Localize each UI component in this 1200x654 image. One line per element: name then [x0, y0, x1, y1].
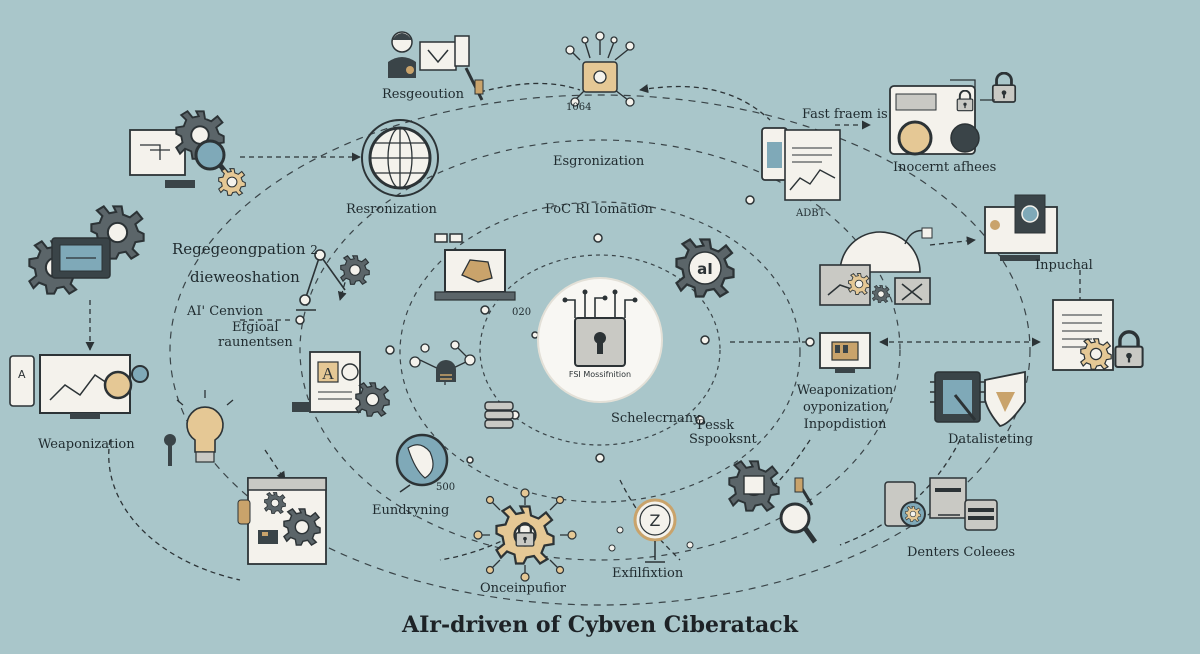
- label-inpuchal: Inpuchal: [1035, 258, 1093, 273]
- z-badge-icon: [608, 498, 694, 563]
- monitor-magnifier-icon: [129, 110, 246, 196]
- label-regegeongpation-num: 2: [310, 243, 318, 257]
- laptop-icon: [434, 233, 516, 301]
- robot-arm-icon: [296, 249, 370, 311]
- person-laptop-icon: [388, 31, 484, 101]
- label-raunentsen: raunentsen: [218, 335, 293, 350]
- monitor-gear-icon: [984, 194, 1058, 261]
- z-badge-letter: Z: [650, 511, 661, 530]
- gold-gear-lock-icon: [473, 488, 577, 582]
- monitor-chart-icon: [9, 354, 149, 419]
- label-fast-fraem: Fast fraem is: [802, 107, 888, 122]
- ai-gear-icon: [675, 238, 735, 298]
- chip-shield-icon: [930, 370, 1026, 427]
- circuit-head-icon: [565, 31, 635, 107]
- label-pessk: Pessk: [697, 418, 735, 433]
- storage-panel-icon: [819, 227, 933, 306]
- globe-small-icon: [395, 433, 449, 493]
- orbit-rings: [169, 94, 1031, 606]
- label-regegeongpation: Regegeongpation 2: [172, 240, 318, 259]
- document-a-icon: [292, 351, 390, 417]
- label-weaponization-right-1: Weaponization: [796, 383, 894, 398]
- label-esgronization: Esgronization: [553, 154, 645, 169]
- monitor-screen-icon: [819, 332, 871, 373]
- hub-label: FSI Mossifnition: [568, 370, 632, 379]
- label-focri-iomation: FoC RI Iomation: [545, 202, 653, 217]
- label-resronization: Resronization: [346, 202, 437, 217]
- document-a-letter: A: [322, 364, 335, 383]
- label-efgional: Efgioal: [232, 320, 279, 335]
- network-mask-icon: [409, 340, 476, 385]
- label-small-500: 500: [436, 482, 456, 493]
- gear-lock-magnifier-icon: [728, 460, 818, 544]
- label-weaponization-right-3: Inpopdistion: [803, 417, 887, 432]
- servers-folders-icon: [884, 477, 998, 531]
- diagram-title: AIr-driven of Cybven Ciberatack: [402, 612, 798, 638]
- circuit-gears-icon: [28, 205, 145, 295]
- central-hub: [537, 277, 663, 403]
- label-datalisteting: Datalisteting: [948, 432, 1034, 447]
- database-icon: [484, 401, 514, 429]
- globe-icon: [361, 119, 439, 197]
- label-denters-coleees: Denters Coleees: [907, 545, 1016, 560]
- security-card-icon: [889, 72, 1017, 156]
- ai-gear-letters: aI: [697, 260, 713, 278]
- label-eundryning: Eundryning: [372, 503, 450, 518]
- label-fast-fraem-tag: ADBT: [796, 208, 826, 219]
- label-schelecrnany: Schelecrnany: [611, 411, 701, 426]
- label-exfilfixtion: Exfilfixtion: [612, 566, 684, 581]
- browser-gears-icon: [237, 477, 327, 565]
- label-inocent-afhees: Inocernt afhees: [893, 160, 997, 175]
- label-onceinpufior: Onceinpufior: [480, 581, 566, 596]
- document-lock-icon: [1052, 299, 1145, 371]
- ring-nodes: [295, 195, 815, 464]
- label-weaponization-right-2: oyponization: [802, 400, 888, 415]
- label-sspooksnt: Sspooksnt: [689, 432, 757, 447]
- label-regegeongpation-text: Regegeongpation: [172, 240, 306, 258]
- label-ai-cenvion: AI' Cenvion: [187, 304, 263, 319]
- document-chart-icon: [761, 127, 841, 201]
- label-small-020: 020: [512, 307, 532, 318]
- screen-a-letter: A: [18, 368, 26, 381]
- label-weaponization-left: Weaponization: [38, 437, 135, 452]
- label-id-tag: 1064: [566, 102, 592, 113]
- label-dieweoshation: dieweoshation: [190, 268, 300, 286]
- lightbulb-icon: [164, 390, 234, 466]
- label-recognition-top: Resgeoution: [382, 87, 464, 102]
